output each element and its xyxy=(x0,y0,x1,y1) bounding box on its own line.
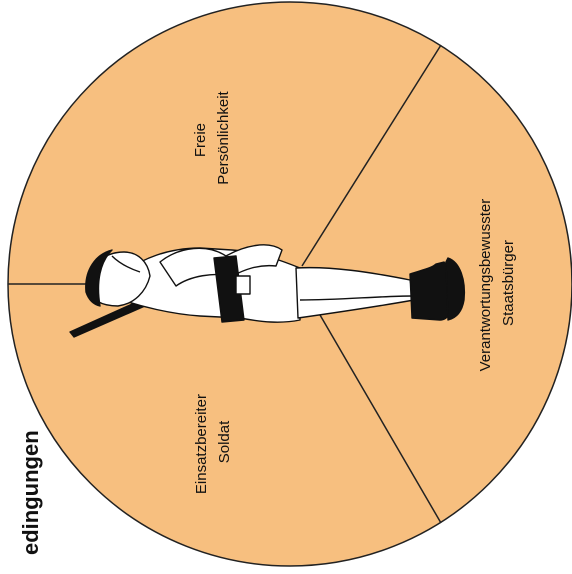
segment-line: Einsatzbereiter xyxy=(193,394,210,494)
segment-line: Soldat xyxy=(216,420,233,463)
segment-line: Verantwortungsbewusster xyxy=(477,199,494,372)
side-title: edingungen xyxy=(18,430,43,555)
segment-line: Freie xyxy=(192,123,209,157)
segment-line: Staatsbürger xyxy=(500,240,517,326)
pouch-icon xyxy=(236,276,250,294)
segment-line: Persönlichkeit xyxy=(215,90,232,184)
